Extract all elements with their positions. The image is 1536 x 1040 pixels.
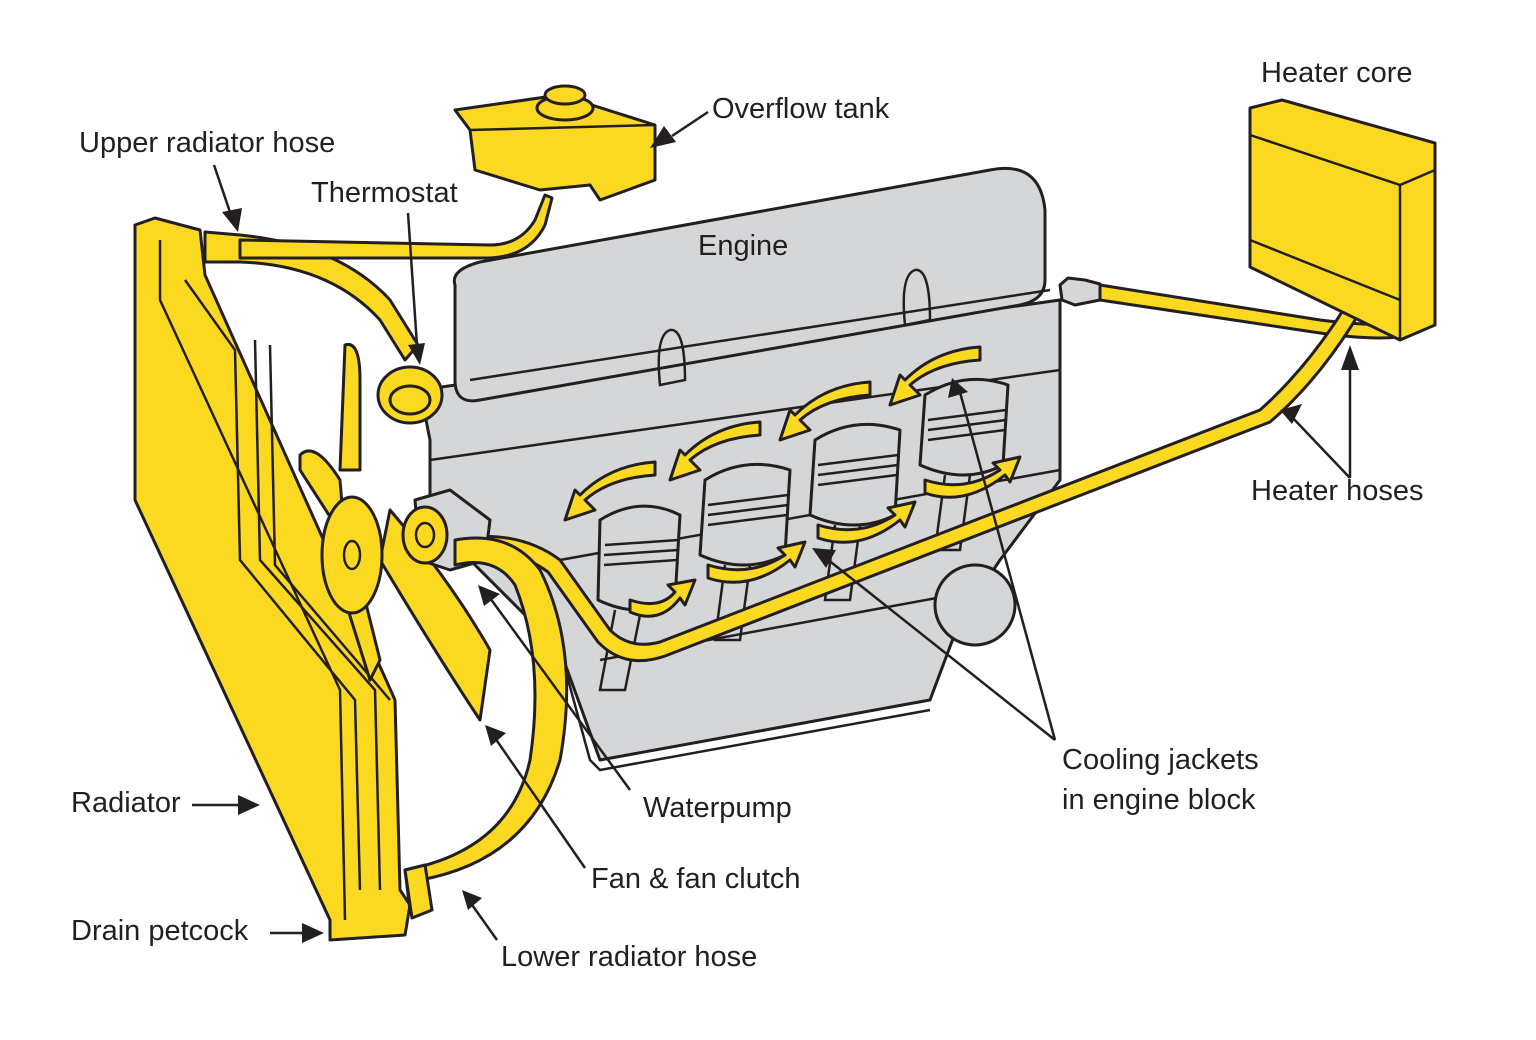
fan-hub <box>320 495 384 615</box>
label-drain-petcock: Drain petcock <box>71 915 249 947</box>
label-cooling-jackets-line1: Cooling jackets <box>1062 744 1259 776</box>
flow-arrow <box>923 455 1022 499</box>
coolant-flow-arrows <box>563 345 1022 618</box>
overflow-tank <box>453 84 657 202</box>
flow-arrow <box>668 420 762 482</box>
piston-2 <box>698 462 792 642</box>
label-heater-core: Heater core <box>1261 57 1413 89</box>
fan <box>298 342 492 722</box>
radiator <box>133 216 412 942</box>
alternator <box>933 563 1017 647</box>
label-upper-radiator-hose: Upper radiator hose <box>79 127 336 159</box>
flow-arrow <box>563 460 657 522</box>
flow-arrow <box>706 540 807 584</box>
flow-arrow <box>628 578 697 618</box>
label-thermostat: Thermostat <box>311 177 458 209</box>
label-radiator: Radiator <box>71 787 181 819</box>
label-lower-radiator-hose: Lower radiator hose <box>501 941 758 973</box>
label-fan-clutch: Fan & fan clutch <box>591 863 801 895</box>
label-waterpump: Waterpump <box>643 792 792 824</box>
flow-arrow <box>888 345 982 407</box>
label-overflow-tank: Overflow tank <box>712 93 890 125</box>
pointer-arrows <box>192 110 1359 943</box>
label-engine: Engine <box>698 230 789 262</box>
flow-arrow <box>816 500 917 544</box>
lower-radiator-hose <box>403 536 569 920</box>
label-heater-hoses: Heater hoses <box>1251 475 1424 507</box>
heater-core <box>1248 98 1437 342</box>
flow-arrow <box>778 380 872 442</box>
upper-radiator-hose <box>203 193 554 425</box>
label-cooling-jackets-line2: in engine block <box>1062 784 1256 816</box>
